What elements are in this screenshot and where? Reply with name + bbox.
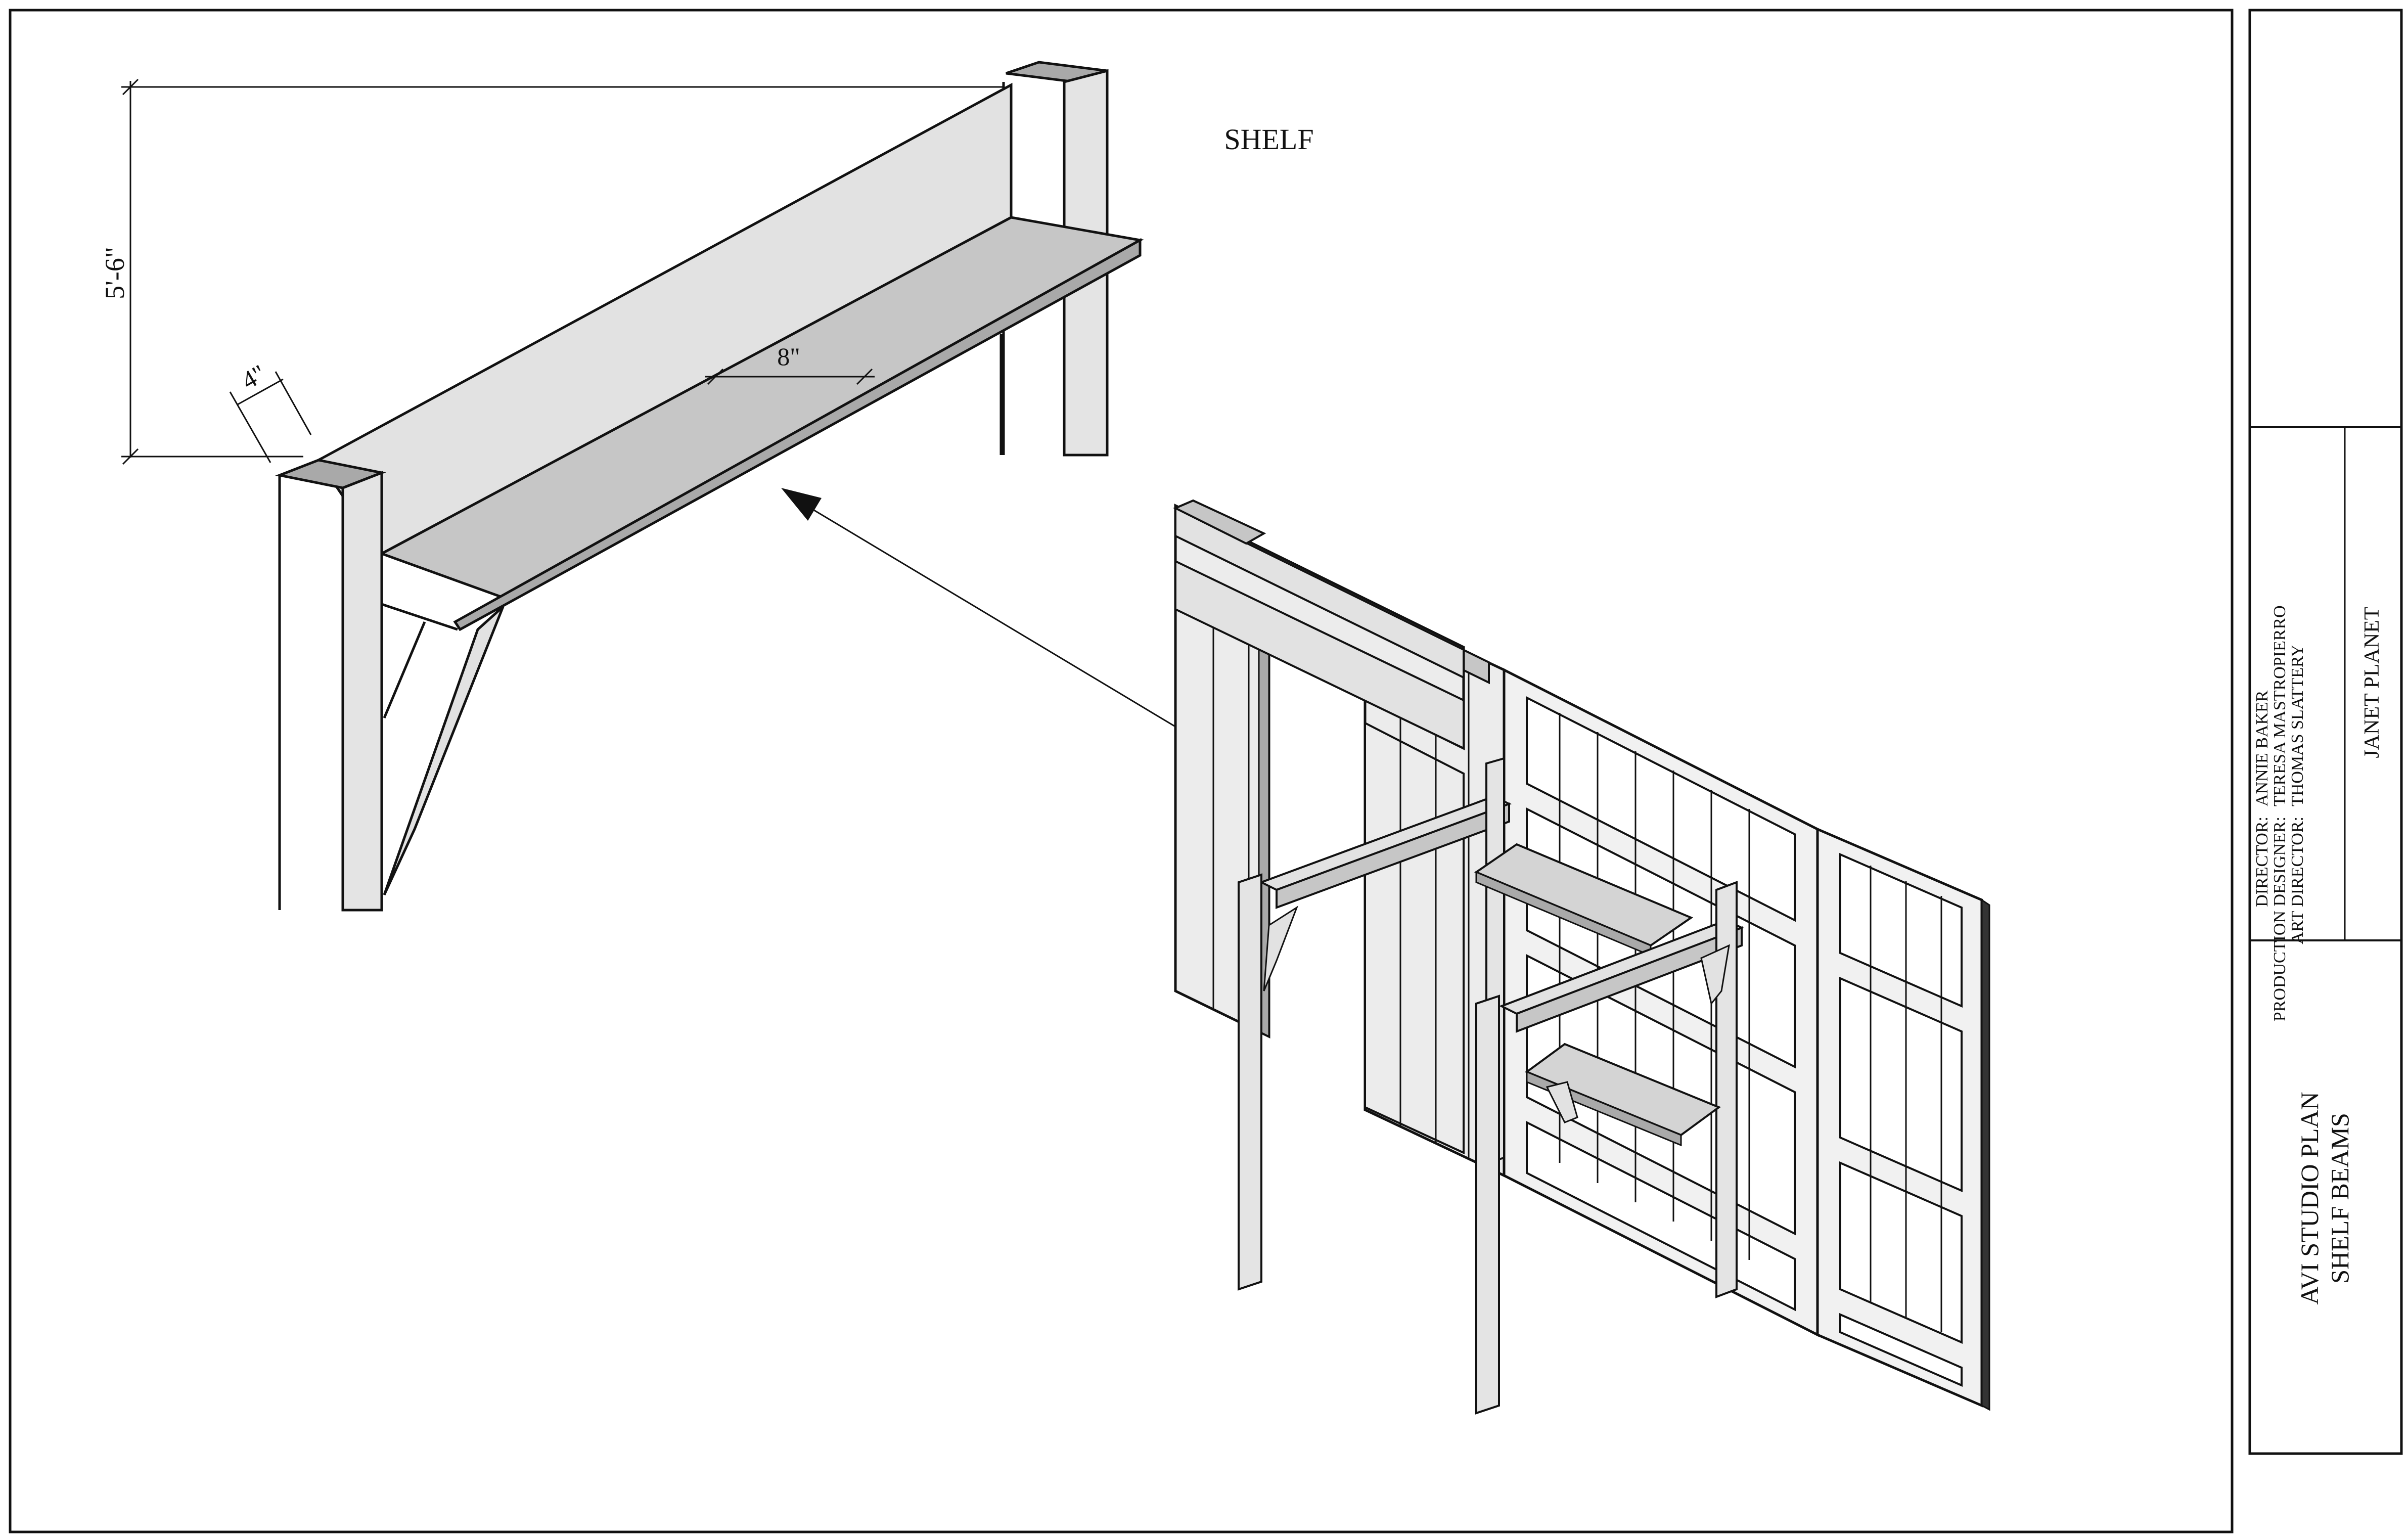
callout-arrow-head [781, 488, 822, 521]
title-block: DIRECTOR: PRODUCTION DESIGNER: ART DIREC… [2253, 605, 2384, 1304]
panel-1-top-trim-upper [1173, 499, 1266, 545]
credit-director-role: DIRECTOR: [2253, 817, 2271, 907]
beam-1-shelf-edge [1276, 802, 1510, 909]
credit-art-director-name: THOMAS SLATTERY [2288, 645, 2307, 806]
panel-1-top-trim-front [1174, 506, 1465, 680]
beam-2-shelf-edge [1516, 926, 1743, 1033]
dim-thickness-line [237, 378, 284, 405]
dim-thickness-ext-right [275, 371, 312, 435]
panel-4-edge [1981, 898, 1990, 1411]
dim-depth-tick-right [856, 368, 873, 385]
detail-shelf-underside [381, 603, 458, 631]
beam-2-back-post [1715, 881, 1738, 1298]
shelf-detail: 5'-6" 4" 8" SHELF [100, 61, 1314, 912]
panel-3-inner-1 [1526, 696, 1796, 922]
detail-brace [383, 606, 505, 896]
detail-shelf-edge [453, 238, 1142, 631]
credit-production-designer-name: TERESA MASTROPIERRO [2270, 605, 2289, 806]
panel-1-header-board [1174, 559, 1465, 750]
wall-assembly [1173, 499, 1990, 1415]
panel-4-inner-4 [1839, 1313, 1963, 1387]
beam-2-post [1475, 995, 1500, 1415]
detail-brace-back [383, 621, 426, 718]
wall-shelf-3-brace [1546, 1081, 1578, 1123]
credit-art-director-role: ART DIRECTOR: [2288, 817, 2307, 944]
credits-block: DIRECTOR: PRODUCTION DESIGNER: ART DIREC… [2253, 605, 2307, 1021]
beam-1-post [1238, 873, 1262, 1291]
dim-height-label: 5'-6" [100, 247, 130, 299]
dim-depth-tick-left [707, 368, 724, 385]
panel-1-wall-lower [1364, 721, 1465, 1155]
dim-height-tick-top [122, 78, 139, 96]
beam-1-brace [1263, 906, 1299, 991]
show-title: JANET PLANET [2360, 607, 2384, 758]
credit-production-designer-role: PRODUCTION DESIGNER: [2270, 817, 2289, 1021]
plan-title-line2: SHELF BEAMS [2326, 1113, 2354, 1284]
title-block-border [2248, 9, 2403, 1455]
credit-director-name: ANNIE BAKER [2253, 690, 2271, 806]
dim-thickness-ext-left [229, 391, 271, 463]
drawing-border [9, 9, 2234, 1533]
detail-label: SHELF [1224, 123, 1313, 156]
plan-title-line1: AVI STUDIO PLAN [2295, 1092, 2324, 1304]
detail-left-post-front [341, 471, 383, 912]
beam-2-brace [1700, 944, 1730, 1006]
dim-depth-label: 8" [777, 342, 800, 371]
dim-height-tick-bottom [122, 448, 139, 465]
